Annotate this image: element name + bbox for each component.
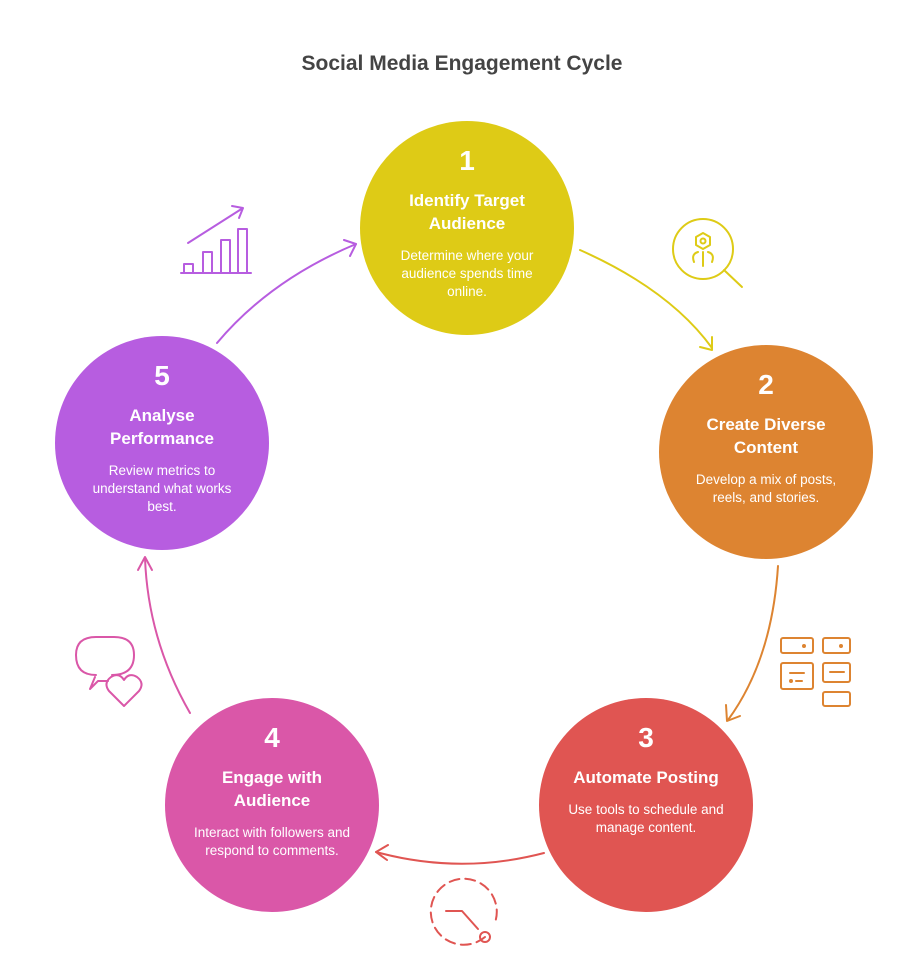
step-4-circle: 4 Engage with Audience Interact with fol… bbox=[165, 698, 379, 912]
step-2-circle: 2 Create Diverse Content Develop a mix o… bbox=[659, 345, 873, 559]
arrow-5-to-1 bbox=[216, 239, 357, 344]
chat-heart-icon bbox=[75, 636, 143, 707]
step-description: Determine where your audience spends tim… bbox=[400, 248, 534, 299]
step-title: Analyse Performance bbox=[110, 406, 214, 448]
step-number: 3 bbox=[638, 722, 654, 753]
clock-icon bbox=[429, 877, 498, 946]
diagram-title: Social Media Engagement Cycle bbox=[301, 52, 623, 75]
step-number: 4 bbox=[264, 722, 280, 753]
step-title: Create Diverse Content bbox=[706, 415, 826, 457]
step-5-circle: 5 Analyse Performance Review metrics to … bbox=[55, 336, 269, 550]
step-description: Develop a mix of posts, reels, and stori… bbox=[695, 472, 837, 505]
arrow-4-to-5 bbox=[137, 556, 191, 714]
step-3-circle: 3 Automate Posting Use tools to schedule… bbox=[539, 698, 753, 912]
arrow-1-to-2 bbox=[579, 249, 713, 351]
step-title: Engage with Audience bbox=[221, 768, 323, 810]
arrow-2-to-3 bbox=[725, 565, 779, 722]
bar-chart-growth-icon bbox=[180, 205, 252, 274]
search-person-icon bbox=[672, 218, 743, 288]
step-number: 1 bbox=[459, 145, 475, 176]
step-number: 2 bbox=[758, 369, 774, 400]
step-title: Automate Posting bbox=[573, 768, 719, 787]
step-description: Review metrics to understand what works … bbox=[92, 463, 232, 514]
step-title: Identify Target Audience bbox=[409, 191, 525, 233]
arrow-3-to-4 bbox=[375, 844, 545, 865]
step-description: Interact with followers and respond to c… bbox=[193, 825, 351, 858]
step-1-circle: 1 Identify Target Audience Determine whe… bbox=[360, 121, 574, 335]
step-number: 5 bbox=[154, 360, 170, 391]
layout-grid-icon bbox=[780, 637, 851, 707]
step-description: Use tools to schedule and manage content… bbox=[568, 802, 724, 835]
